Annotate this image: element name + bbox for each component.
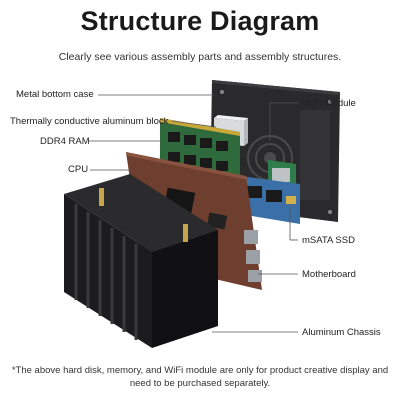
leader-lines [88,94,298,333]
label-aluminum-chassis: Aluminum Chassis [302,327,381,338]
label-msata-ssd: mSATA SSD [302,235,355,246]
label-wifi-module: WIFI Module [302,98,356,109]
label-thermal-block: Thermally conductive aluminum block [10,116,169,127]
label-metal-bottom-case: Metal bottom case [16,89,94,100]
msata-ssd [240,176,300,224]
aluminum-chassis [64,174,218,348]
label-motherboard: Motherboard [302,269,356,280]
footnote-line-1: *The above hard disk, memory, and WiFi m… [11,365,389,376]
footnote: *The above hard disk, memory, and WiFi m… [0,364,400,390]
page-subtitle: Clearly see various assembly parts and a… [58,51,342,63]
footnote-line-2: need to be purchased separately. [129,378,271,389]
label-cpu: CPU [68,164,89,175]
page-title: Structure Diagram [80,6,320,36]
label-ddr4-ram: DDR4 RAM [40,136,90,147]
